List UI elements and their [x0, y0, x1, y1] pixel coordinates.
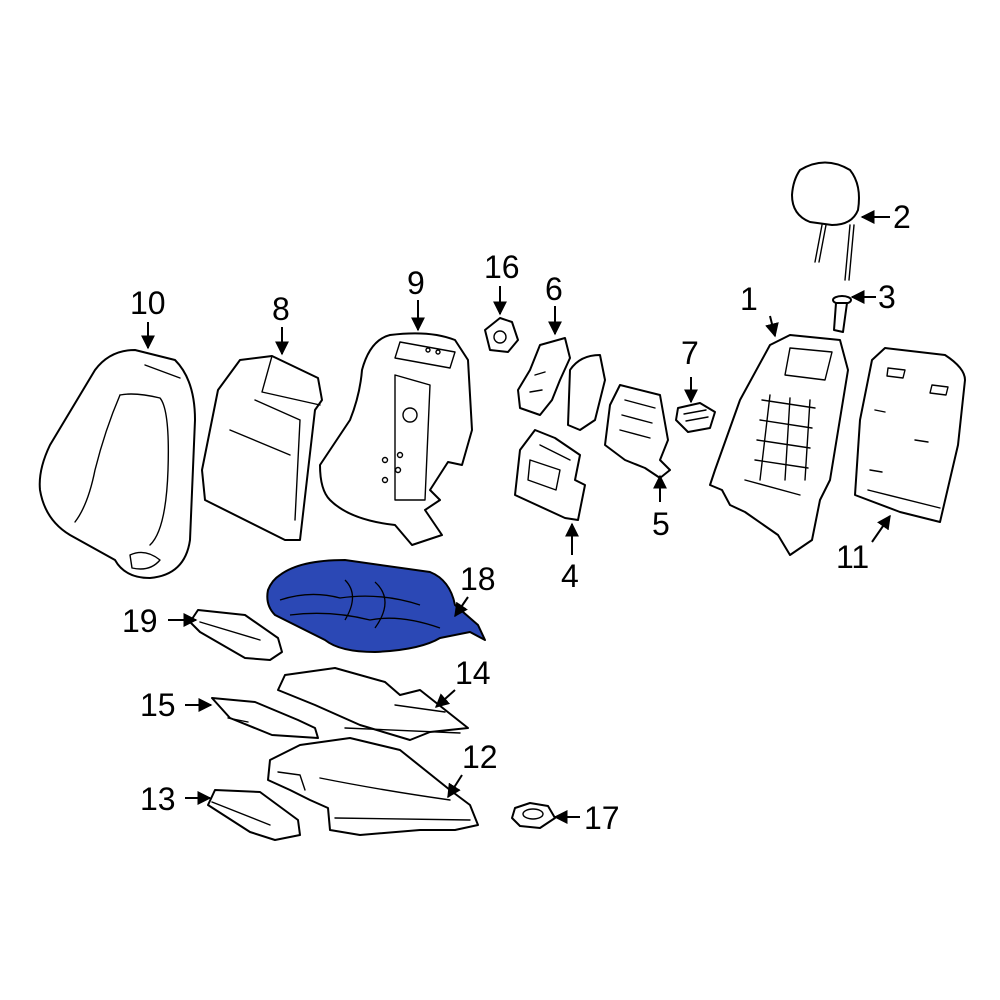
part-9-back-padding[interactable]: [319, 332, 473, 546]
part-2-headrest[interactable]: [791, 161, 860, 281]
part-8-back-pad[interactable]: [201, 355, 323, 541]
part-12-seat-frame[interactable]: [267, 737, 479, 836]
part-11-back-panel[interactable]: [854, 347, 966, 523]
part-17-module[interactable]: [511, 802, 556, 829]
part-19-side-pad[interactable]: [189, 609, 283, 661]
callout-4: 4: [561, 558, 579, 594]
callout-10: 10: [130, 285, 166, 321]
callout-12: 12: [462, 739, 498, 775]
callout-14: 14: [455, 655, 491, 691]
part-4-panel[interactable]: [514, 429, 586, 521]
callout-3: 3: [878, 279, 896, 315]
part-18-seat-cushion-cover[interactable]: [266, 559, 486, 653]
part-13-side-cover[interactable]: [207, 789, 301, 841]
callout-5: 5: [652, 506, 670, 542]
part-14-cushion-pad[interactable]: [277, 667, 469, 741]
callout-16: 16: [484, 249, 520, 285]
part-15-side-trim[interactable]: [211, 697, 319, 739]
part-3-guide[interactable]: [832, 295, 852, 333]
callout-15: 15: [140, 687, 176, 723]
part-7-connector[interactable]: [675, 402, 716, 433]
part-16-bracket[interactable]: [484, 317, 519, 353]
part-1-back-frame[interactable]: [709, 334, 849, 556]
callout-13: 13: [140, 781, 176, 817]
callout-11: 11: [836, 539, 869, 575]
leader-lines: [141, 210, 891, 824]
callout-9: 9: [407, 265, 425, 301]
callout-labels: 1 2 3 4 5 6 7 8 9 10 11 12 13 14 15 16 1…: [122, 199, 911, 836]
callout-6: 6: [545, 271, 563, 307]
callout-19: 19: [122, 603, 158, 639]
callout-7: 7: [681, 335, 699, 371]
callout-18: 18: [460, 561, 496, 597]
callout-2: 2: [893, 199, 911, 235]
callout-8: 8: [272, 291, 290, 327]
part-10-seat-back-cover[interactable]: [38, 349, 196, 579]
callout-17: 17: [584, 800, 620, 836]
part-5-mechanism[interactable]: [567, 354, 671, 479]
callout-1: 1: [740, 281, 758, 317]
part-6-side-trim[interactable]: [517, 337, 571, 416]
